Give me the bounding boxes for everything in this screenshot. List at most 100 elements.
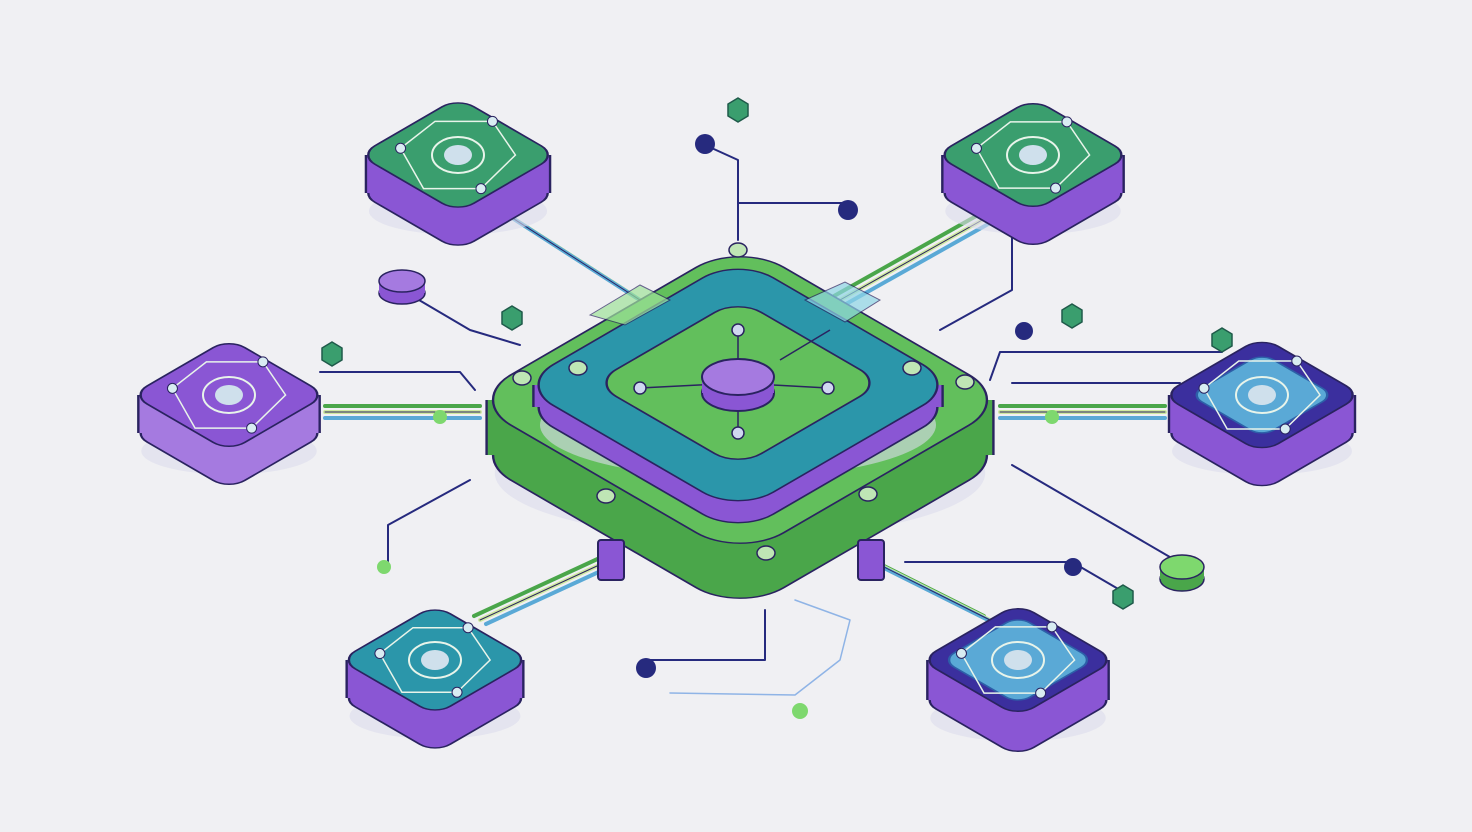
node-top-right	[941, 103, 1125, 245]
hexagon-marker-icon-3	[1061, 303, 1083, 329]
node-top-right-center-icon	[1019, 145, 1047, 165]
node-bottom-left	[345, 609, 525, 749]
thin-wire-green-pill	[1011, 464, 1176, 561]
thin-wire-bottom	[647, 609, 766, 669]
hexagon-marker-icon-3-shape	[1061, 303, 1083, 329]
dot-marker-icon-7	[433, 410, 447, 424]
cable-5	[874, 562, 998, 626]
x	[705, 145, 738, 240]
thin-wire-bottom-right	[904, 561, 1121, 591]
central-hub	[485, 242, 995, 599]
node-top-right-circuit-dot-2	[1050, 182, 1062, 194]
hexagon-marker-icon-4	[1211, 327, 1233, 353]
node-left	[137, 343, 321, 485]
node-right-circuit-dot-1	[1291, 355, 1303, 367]
dot-marker-icon-0	[695, 134, 715, 154]
purple-pill-icon-top	[378, 269, 426, 293]
hexagon-marker-icon-0	[727, 97, 749, 123]
node-bottom-left-circuit	[378, 626, 492, 694]
purple-pill-icon	[378, 269, 426, 305]
hub-socket-5	[596, 488, 616, 504]
node-bottom-right-circuit-dot-0	[955, 647, 967, 659]
node-bottom-right-circuit-dot-2	[1035, 687, 1047, 699]
node-bottom-right-circuit	[960, 626, 1076, 694]
node-bottom-right	[926, 608, 1110, 752]
node-top-right-circuit	[975, 121, 1091, 189]
dot-marker-icon-6	[792, 703, 808, 719]
hub-socket-6	[858, 486, 878, 502]
node-left-center-icon	[215, 385, 243, 405]
hub-port-right	[857, 539, 885, 581]
node-bottom-right-center-icon	[1004, 650, 1032, 670]
thin-wire-purple-pill	[401, 289, 521, 346]
node-top-right-ring	[1006, 136, 1060, 174]
node-bottom-left-circuit-dot-0	[374, 648, 386, 660]
thin-wire-left	[319, 371, 476, 391]
node-top-left-circuit-dot-1	[486, 115, 498, 127]
node-bottom-left-center-icon	[421, 650, 449, 670]
node-top-left-circuit-dot-0	[395, 142, 407, 154]
hub-core-icon	[701, 358, 775, 396]
hexagon-marker-icon-0-shape	[727, 97, 749, 123]
node-top-left-ring	[431, 136, 485, 174]
hub-socket-7	[756, 545, 776, 561]
hexagon-marker-icon-1	[501, 305, 523, 331]
green-pill-icon	[1159, 554, 1205, 592]
node-right-ring	[1235, 376, 1289, 414]
node-bottom-left-circuit-dot-1	[462, 622, 474, 634]
dot-marker-icon-3	[1064, 558, 1082, 576]
node-right-circuit	[1203, 360, 1321, 430]
node-right-center-icon	[1248, 385, 1276, 405]
cable-4	[472, 554, 606, 618]
thin-wire-bottom-left	[387, 479, 471, 566]
hub-spoke-dot-0	[731, 323, 745, 337]
hexagon-marker-icon-2-shape	[321, 341, 343, 367]
thin-wire-light-blue	[669, 599, 851, 696]
cable-outline-4	[479, 559, 611, 621]
node-left-circuit-dot-0	[166, 382, 178, 394]
glass-panel-left	[588, 284, 672, 326]
node-top-right-circuit-dot-0	[970, 142, 982, 154]
node-top-left	[364, 102, 552, 246]
hexagon-marker-icon-5	[1112, 584, 1134, 610]
hub-spoke-dot-1	[821, 381, 835, 395]
node-bottom-right-ring	[991, 641, 1045, 679]
dot-marker-icon-1	[838, 200, 858, 220]
node-bottom-left-circuit-dot-2	[451, 686, 463, 698]
node-right-circuit-dot-0	[1198, 382, 1210, 394]
hub-port-left	[597, 539, 625, 581]
green-pill-icon-top	[1159, 554, 1205, 580]
hub-spoke-dot-2	[731, 426, 745, 440]
node-top-left-center-icon	[444, 145, 472, 165]
hexagon-marker-icon-1-shape	[501, 305, 523, 331]
hexagon-marker-icon-4-shape	[1211, 327, 1233, 353]
dot-marker-icon-5	[377, 560, 391, 574]
node-right	[1167, 341, 1357, 487]
hub-spoke-diag	[779, 329, 831, 361]
dot-marker-icon-2	[1015, 322, 1033, 340]
node-top-left-circuit	[399, 120, 517, 190]
hub-socket-0	[728, 242, 748, 258]
node-left-circuit-dot-1	[257, 356, 269, 368]
node-top-left-circuit-dot-2	[475, 183, 487, 195]
node-right-circuit-dot-2	[1279, 423, 1291, 435]
node-left-circuit	[171, 361, 287, 429]
hub-socket-1	[568, 360, 588, 376]
hub-socket-4	[955, 374, 975, 390]
node-top-right-circuit-dot-1	[1061, 116, 1073, 128]
hub-socket-3	[512, 370, 532, 386]
hexagon-marker-icon-5-shape	[1112, 584, 1134, 610]
hub-socket-2	[902, 360, 922, 376]
cable-4	[484, 562, 618, 626]
node-left-ring	[202, 376, 256, 414]
node-bottom-right-circuit-dot-1	[1046, 621, 1058, 633]
node-bottom-left-ring	[408, 641, 462, 679]
dot-marker-icon-8	[1045, 410, 1059, 424]
node-left-circuit-dot-2	[246, 422, 258, 434]
hexagon-marker-icon-2	[321, 341, 343, 367]
hub-spoke-dot-3	[633, 381, 647, 395]
cable-outline-5	[869, 559, 991, 621]
thin-wire-right-top	[989, 351, 1223, 381]
